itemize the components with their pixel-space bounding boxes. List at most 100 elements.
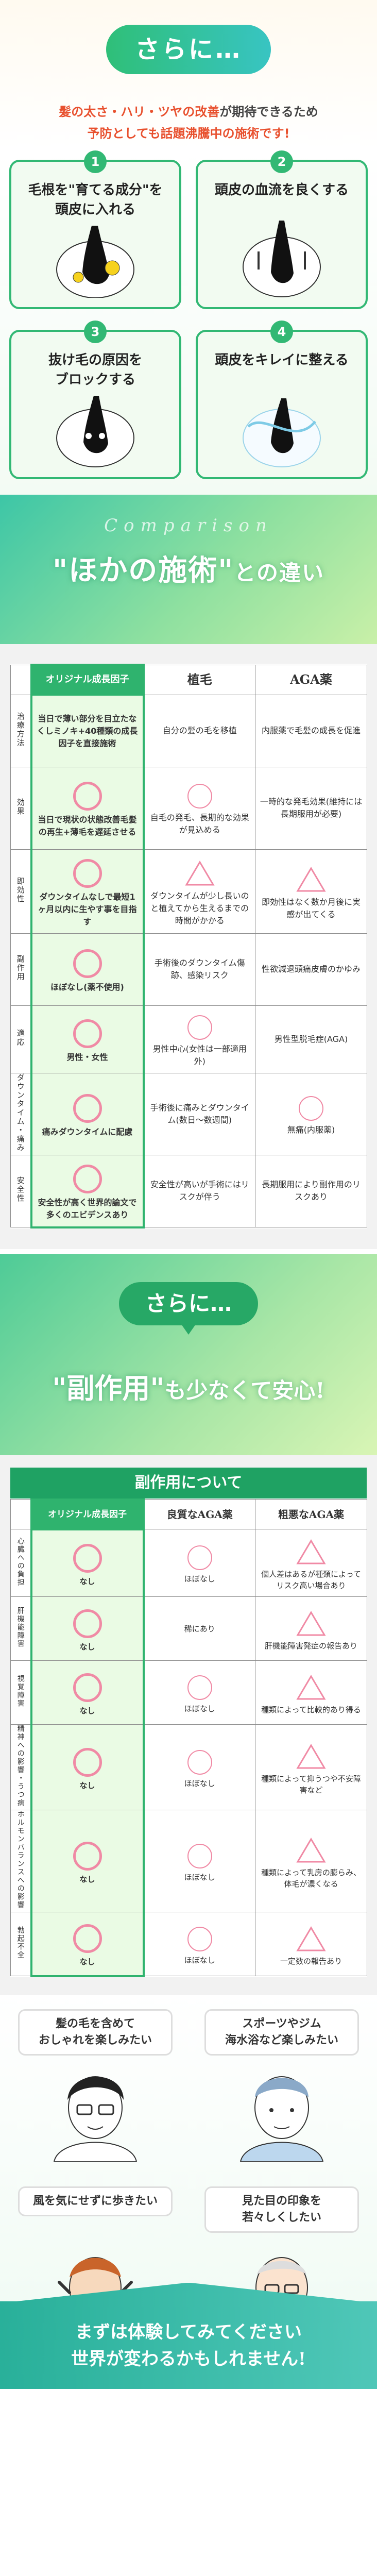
circle-mark-icon (73, 1747, 102, 1777)
row-label-text: 適応 (15, 1029, 25, 1047)
lifestyle-card-fashion: 髪の毛を含めて おしゃれを楽しみたい (10, 2009, 180, 2164)
speech-bubble: 髪の毛を含めて おしゃれを楽しみたい (18, 2009, 173, 2056)
row-label-text: 安全性 (15, 1176, 25, 1203)
table-cell: ほぼなし (143, 1912, 255, 1976)
benefit-text: 頭皮の血流を良くする (198, 180, 366, 200)
row-label: 肝機能障害 (10, 1596, 31, 1661)
table-row: ダウンタイム・痛み痛みダウンタイムに配慮手術後に痛みとダウンタイム(数日〜数週間… (10, 1072, 367, 1155)
row-label: 心臓への負担 (10, 1529, 31, 1597)
circle-mark-icon (73, 782, 102, 811)
cell-text: 男性型脱毛症(AGA) (274, 1034, 348, 1044)
original-cell: 当日で現状の状態改善毛髪の再生+薄毛を遅延させる (30, 766, 145, 850)
cell-text: 男性・女性 (66, 1052, 108, 1062)
original-cell: なし (30, 1660, 145, 1725)
comparison-title: "ほかの施術"との違い (0, 547, 377, 589)
lifestyle-card-young: 見た目の印象を 若々しくしたい (197, 2186, 367, 2341)
table-cell: 種類によって乳房の膨らみ、体毛が濃くなる (255, 1810, 367, 1912)
table-row: 精神への影響・うつ病なしほぼなし種類によって抑うつや不安障害など (10, 1724, 367, 1810)
cell-text: 種類によって乳房の膨らみ、体毛が濃くなる (261, 1867, 361, 1889)
row-label-text: 勃起不全 (16, 1926, 25, 1959)
table-cell: 安全性が高いが手術にはリスクが伴う (143, 1154, 255, 1227)
circle-mark-icon (187, 1926, 212, 1951)
cell-text: なし (79, 1780, 95, 1790)
cell-text: なし (79, 1642, 95, 1652)
row-label-text: 副作用 (15, 955, 25, 981)
row-label: ホルモンバランスへの影響 (10, 1810, 31, 1912)
benefit-grid: 1 毛根を"育てる成分"を 頭皮に入れる 2 頭皮の血流を良くする (9, 150, 368, 479)
table-cell: 内服薬で毛髪の成長を促進 (255, 694, 367, 767)
table-row: 勃起不全なしほぼなし 一定数の報告あり (10, 1912, 367, 1977)
cell-text: 種類によって抑うつや不安障害など (261, 1774, 361, 1795)
table-cell: 個人差はあるが種類によってリスク高い場合あり (255, 1529, 367, 1597)
table-row: 適応男性・女性 男性中心(女性は一部適用外) 男性型脱毛症(AGA) (10, 1005, 367, 1073)
table-cell: 自分の髪の毛を移植 (143, 694, 255, 767)
table-cell: 種類によって比較的あり得る (255, 1660, 367, 1725)
side-effects-title-tail: も少なくて安心! (164, 1377, 325, 1403)
circle-mark-icon (187, 1015, 212, 1040)
hair-bloodflow-illustration (243, 221, 321, 297)
cell-text: 個人差はあるが種類によってリスク高い場合あり (261, 1570, 361, 1590)
cell-text: 即効性はなく数か月後に実感が出てくる (261, 897, 361, 919)
cell-text: 安全性が高いが手術にはリスクが伴う (150, 1180, 249, 1202)
man-casual-illustration (239, 2076, 324, 2162)
table-cell: ほぼなし (143, 1810, 255, 1912)
bubble-line1: 風を気にせずに歩きたい (32, 2194, 158, 2208)
table-row: 視覚障害なしほぼなし種類によって比較的あり得る (10, 1660, 367, 1725)
benefit-card-2: 2 頭皮の血流を良くする (196, 150, 368, 309)
table-cell: 性欲減退頭痛皮膚のかゆみ (255, 933, 367, 1006)
row-label-text: 効果 (15, 798, 25, 816)
table-row: 即効性ダウンタイムなしで最短1ヶ月以内に生やす事を目指すダウンタイムが少し長いの… (10, 849, 367, 934)
benefit-line1: 頭皮の血流を良くする (214, 182, 349, 198)
benefit-card-4: 4 頭皮をキレイに整える (196, 321, 368, 479)
side-effects-header: さらに… "副作用"も少なくて安心! (0, 1249, 377, 1455)
comparison-table-section: オリジナル成長因子 植毛 AGA薬 治療方法当日で薄い部分を目立たなくしミノキ+… (0, 644, 377, 1249)
bubble-line2: おしゃれを楽しみたい (38, 2033, 152, 2047)
original-cell: ほぼなし(薬不使用) (30, 933, 145, 1006)
table-cell: 手術後のダウンタイム傷跡、感染リスク (143, 933, 255, 1006)
table-row: 効果当日で現状の状態改善毛髪の再生+薄毛を遅延させる自毛の発毛、長期的な効果が見… (10, 766, 367, 850)
row-label: ダウンタイム・痛み (10, 1072, 31, 1155)
benefit-number: 2 (270, 150, 293, 173)
row-label: 効果 (10, 766, 31, 850)
original-cell: なし (30, 1912, 145, 1977)
lifestyle-card-sports: スポーツやジム 海水浴など楽しみたい (197, 2009, 367, 2164)
speech-bubble: 風を気にせずに歩きたい (18, 2186, 173, 2216)
row-label-text: 治療方法 (15, 712, 25, 747)
table-row: 肝機能障害なし稀にあり肝機能障害発症の報告あり (10, 1596, 367, 1661)
cell-text: 長期服用により副作用のリスクあり (262, 1180, 361, 1202)
benefits-section: さらに… 髪の太さ・ハリ・ツヤの改善が期待できるため 予防としても話題沸騰中の施… (0, 0, 377, 495)
bubble-line2: 若々しくしたい (242, 2211, 321, 2224)
triangle-mark-icon (185, 860, 215, 885)
triangle-mark-icon (296, 1743, 326, 1769)
circle-mark-icon (187, 1675, 212, 1700)
cell-text: ほぼなし(薬不使用) (50, 982, 124, 992)
cell-text: 男性中心(女性は一部適用外) (152, 1043, 247, 1066)
benefit-line1: 頭皮をキレイに整える (215, 352, 349, 368)
triangle-mark-icon (296, 1926, 326, 1951)
comparison-table: オリジナル成長因子 植毛 AGA薬 治療方法当日で薄い部分を目立たなくしミノキ+… (10, 664, 367, 1228)
corner-cell (10, 664, 31, 695)
comparison-title-main: "ほかの施術" (53, 553, 234, 587)
cell-text: ほぼなし (184, 1574, 215, 1584)
table-cell: 種類によって抑うつや不安障害など (255, 1724, 367, 1810)
side-effects-title-main: "副作用" (52, 1371, 165, 1405)
circle-mark-icon (73, 858, 102, 888)
row-label: 即効性 (10, 849, 31, 934)
scalp-clean-illustration (243, 398, 321, 467)
comparison-title-tail: との違い (234, 560, 324, 585)
table-row: 安全性安全性が高く世界的論文で多くのエビデンスあり安全性が高いが手術にはリスクが… (10, 1154, 367, 1228)
row-label-text: 精神への影響・うつ病 (16, 1725, 25, 1807)
circle-mark-icon (73, 1543, 102, 1573)
benefit-text: 毛根を"育てる成分"を 頭皮に入れる (11, 180, 179, 220)
speech-bubble: 見た目の印象を 若々しくしたい (204, 2186, 359, 2233)
cell-text: 性欲減退頭痛皮膚のかゆみ (261, 964, 361, 974)
cell-text: ほぼなし (184, 1955, 215, 1965)
circle-mark-icon (73, 1841, 102, 1871)
circle-mark-icon (73, 1019, 102, 1048)
column-header-transplant: 植毛 (143, 664, 255, 695)
side-effects-title: "副作用"も少なくて安心! (0, 1366, 377, 1406)
man-glasses-illustration (53, 2076, 138, 2162)
table-cell: 肝機能障害発症の報告あり (255, 1596, 367, 1661)
table-cell: 一定数の報告あり (255, 1912, 367, 1976)
row-label-text: ホルモンバランスへの影響 (16, 1810, 25, 1909)
